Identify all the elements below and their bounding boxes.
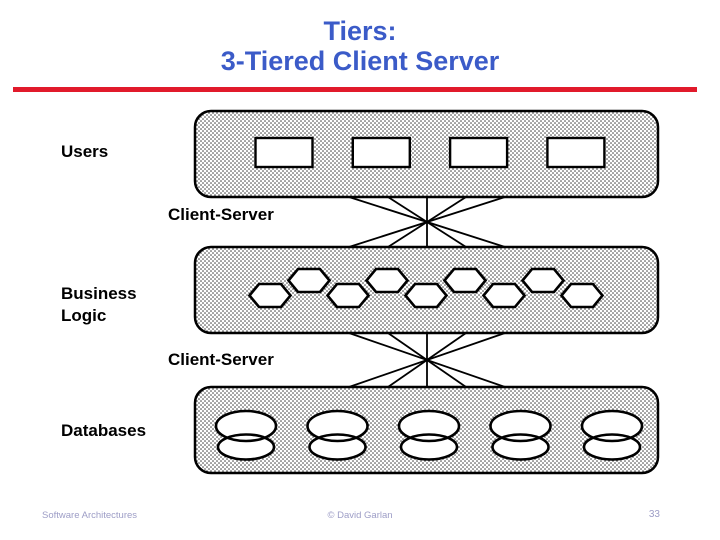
business-logic-shape xyxy=(442,267,488,294)
database-shape xyxy=(306,409,369,461)
page-title: Tiers: 3-Tiered Client Server xyxy=(0,16,720,76)
user-terminal-shape xyxy=(448,136,509,169)
database-shape xyxy=(580,409,644,461)
business-logic-shape xyxy=(286,267,332,294)
tier-label-business-logic: Business Logic xyxy=(61,284,137,325)
connection-label-top: Client-Server xyxy=(168,205,274,224)
database-shape xyxy=(397,409,461,461)
client-server-connections xyxy=(348,196,506,388)
user-terminal-shape xyxy=(546,136,606,169)
footer-course-name: Software Architectures xyxy=(42,510,138,521)
business-logic-shape xyxy=(559,282,605,309)
user-terminal-shape xyxy=(254,136,314,169)
business-logic-shape xyxy=(520,267,566,294)
title-line-1: Tiers: xyxy=(323,16,397,46)
title-rule-divider xyxy=(13,87,697,92)
connection-line-bottom xyxy=(348,332,506,388)
business-logic-shape xyxy=(247,282,293,309)
business-logic-shape xyxy=(481,282,527,309)
connection-label-bottom: Client-Server xyxy=(168,350,274,369)
business-logic-shape xyxy=(364,267,410,294)
connection-line-top xyxy=(348,196,506,248)
tier-label-databases: Databases xyxy=(61,421,147,440)
database-shape xyxy=(489,409,552,461)
tier-shapes xyxy=(214,136,644,461)
business-logic-shape xyxy=(325,282,371,309)
footer-page-number: 33 xyxy=(648,509,660,520)
tier-label-users: Users xyxy=(61,142,109,161)
title-line-2: 3-Tiered Client Server xyxy=(220,46,500,76)
user-terminal-shape xyxy=(351,136,411,169)
business-logic-shape xyxy=(403,282,449,309)
footer-copyright: © David Garlan xyxy=(327,510,393,521)
database-shape xyxy=(214,409,278,461)
